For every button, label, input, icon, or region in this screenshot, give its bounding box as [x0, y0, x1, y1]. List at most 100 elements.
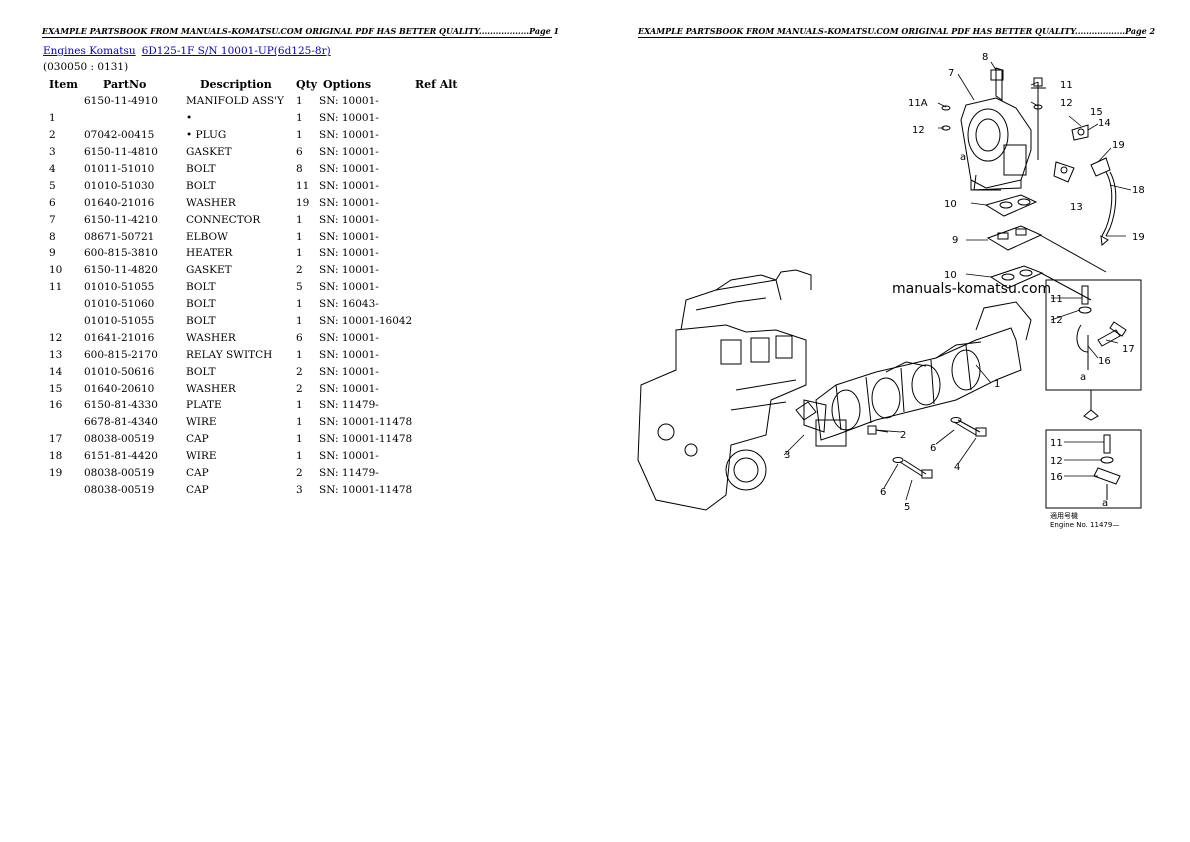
callout-19b: 19 [1132, 232, 1145, 243]
cell-options: SN: 10001-11478 [319, 433, 413, 446]
callout-11a: 11A [908, 98, 928, 109]
cell-ref-alt [415, 127, 465, 144]
exploded-parts-diagram: 8 7 11A 12 11 12 15 14 19 a 10 13 18 9 1… [636, 40, 1156, 540]
cell-item: 19 [49, 467, 63, 480]
cell-qty: 1 [296, 213, 303, 226]
cell-partno: 6150-81-4330 [84, 399, 158, 412]
cell-partno: 08038-00519 [84, 483, 155, 496]
gasket-heater-drawing [984, 194, 1107, 301]
callout-5: 5 [904, 502, 910, 513]
cell-ref-alt [415, 194, 465, 211]
cell-item: 13 [49, 348, 63, 361]
cell-qty: 6 [296, 146, 303, 159]
cell-partno: 08038-00519 [84, 467, 155, 480]
callout-11-inset2: 11 [1050, 438, 1063, 449]
cell-item: 9 [49, 247, 56, 260]
callout-7: 7 [948, 68, 954, 79]
cell-item: 10 [49, 264, 63, 277]
callout-3: 3 [784, 450, 790, 461]
cell-options: SN: 10001- [319, 213, 379, 226]
cell-description: BOLT [186, 163, 216, 175]
callout-2: 2 [900, 430, 906, 441]
inset-caption-jp: 適用号機 [1050, 511, 1078, 520]
callout-1: 1 [994, 379, 1000, 390]
cell-ref-alt [415, 329, 465, 346]
engine-block-drawing [637, 269, 812, 511]
cell-options: SN: 10001- [319, 348, 379, 361]
cell-item [43, 414, 84, 431]
cell-options: SN: 10001- [319, 129, 379, 142]
cell-ref-alt [415, 397, 465, 414]
cell-item: 15 [49, 382, 63, 395]
callout-12: 12 [912, 125, 925, 136]
cell-partno: 01010-51055 [84, 281, 155, 294]
callout-6b: 6 [880, 487, 886, 498]
callout-15: 15 [1090, 107, 1103, 118]
cell-description: ELBOW [186, 230, 228, 243]
cell-qty: 1 [296, 247, 303, 260]
cell-ref-alt [415, 93, 465, 110]
cell-item [43, 313, 84, 330]
breadcrumb-link-engines[interactable]: Engines Komatsu [43, 45, 136, 57]
cell-item: 8 [49, 230, 56, 243]
cell-item: 1 [49, 112, 56, 125]
cell-qty: 6 [296, 331, 303, 344]
cell-description: BOLT [186, 298, 216, 311]
cell-item: 18 [49, 450, 63, 463]
cell-item: 3 [49, 146, 56, 159]
cell-ref-alt [415, 211, 465, 228]
cell-partno: 08038-00519 [84, 433, 155, 446]
cell-description: RELAY SWITCH [186, 348, 273, 361]
page-header-1: EXAMPLE PARTSBOOK FROM MANUALS-KOMATSU.C… [42, 26, 560, 38]
cell-qty: 2 [296, 365, 303, 378]
cell-partno: 01010-50616 [84, 365, 155, 378]
cell-ref-alt [415, 228, 465, 245]
section-code: (030050 : 0131) [43, 61, 129, 73]
cell-description: BOLT [186, 315, 216, 328]
column-header-item: Item [49, 78, 78, 91]
cell-partno: 6150-11-4820 [84, 264, 158, 277]
cell-description: BOLT [186, 179, 216, 192]
cell-qty: 1 [296, 112, 303, 125]
cell-options: SN: 10001- [319, 450, 379, 463]
cell-item: 4 [49, 163, 56, 175]
cell-description: WIRE [186, 450, 217, 463]
cell-partno: 6150-11-4810 [84, 146, 158, 159]
cell-options: SN: 10001-16042 [319, 315, 413, 328]
column-header-ref-alt: Ref Alt [415, 78, 458, 91]
breadcrumb-link-model[interactable]: 6D125-1F S/N 10001-UP(6d125-8r) [141, 45, 331, 57]
cell-description: WASHER [186, 382, 236, 395]
inset-caption-engine-no: Engine No. 11479— [1050, 521, 1119, 529]
cell-qty: 2 [296, 467, 303, 480]
cell-options: SN: 10001- [319, 281, 379, 294]
cell-ref-alt [415, 262, 465, 279]
callout-16: 16 [1098, 356, 1111, 367]
cell-options: SN: 10001- [319, 146, 379, 159]
cell-partno: 01640-20610 [84, 382, 155, 395]
callout-18: 18 [1132, 185, 1145, 196]
cell-item: 11 [49, 281, 63, 294]
cell-item [43, 93, 84, 110]
cell-ref-alt [415, 448, 465, 465]
cell-item: 2 [49, 129, 56, 142]
cell-description: • [186, 112, 193, 125]
cell-ref-alt [415, 279, 465, 296]
page-header-2: EXAMPLE PARTSBOOK FROM MANUALS-KOMATSU.C… [638, 26, 1156, 38]
cell-options: SN: 10001- [319, 264, 379, 277]
cell-qty: 1 [296, 129, 303, 142]
cell-ref-alt [415, 161, 465, 178]
watermark-text: manuals-komatsu.com [892, 281, 1052, 297]
cell-partno: 01010-51030 [84, 179, 155, 192]
leader-lines [783, 61, 1132, 501]
inset-detail-a [1045, 279, 1142, 421]
